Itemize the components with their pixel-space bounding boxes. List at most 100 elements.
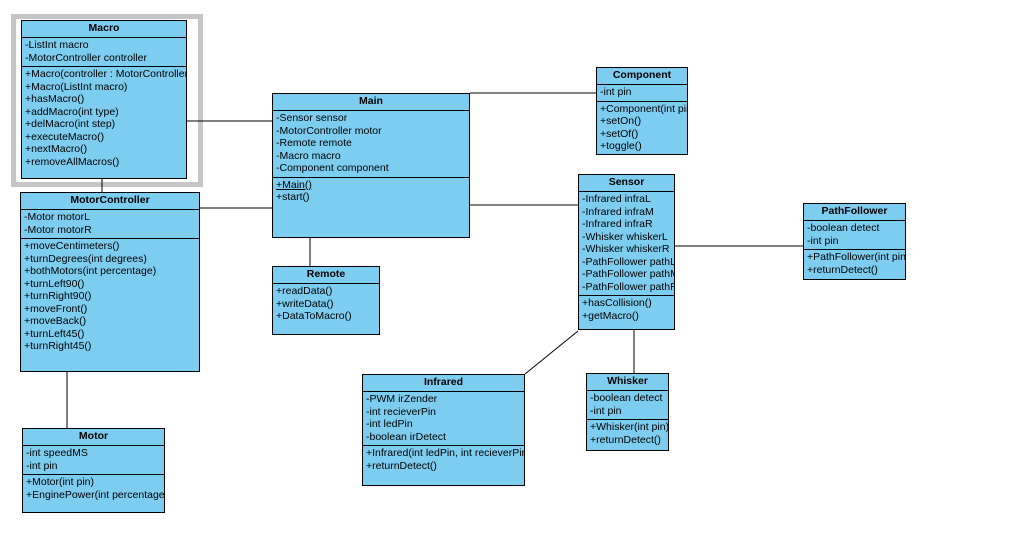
class-attribute: -int ledPin (366, 418, 413, 430)
class-whisker[interactable]: Whisker-boolean detect-int pin+Whisker(i… (586, 373, 669, 451)
class-attribute: -Component component (276, 162, 389, 174)
class-title: Remote (273, 267, 379, 284)
selection-frame (11, 14, 203, 187)
attributes-compartment: -boolean detect-int pin (804, 221, 905, 250)
class-method: +Main() (276, 178, 312, 191)
methods-compartment: +Component(int pin)+setOn()+setOf()+togg… (597, 102, 687, 155)
class-method: +hasMacro() (25, 93, 85, 105)
methods-compartment: +Macro(controller : MotorController)+Mac… (22, 67, 186, 178)
methods-compartment: +readData()+writeData()+DataToMacro() (273, 284, 379, 334)
class-method: +executeMacro() (25, 130, 105, 143)
class-attribute: -boolean irDetect (366, 430, 446, 443)
attributes-compartment: -int speedMS-int pin (23, 446, 164, 475)
class-motorcontroller[interactable]: MotorController-Motor motorL-Motor motor… (20, 192, 200, 372)
class-method: +delMacro(int step) (25, 118, 116, 130)
class-method: +moveBack() (24, 315, 87, 327)
class-attribute: -Motor motorR (24, 223, 92, 236)
class-attribute: -PWM irZender (366, 393, 438, 405)
attributes-compartment: -int pin (597, 85, 687, 102)
class-method: +start() (276, 191, 310, 203)
methods-compartment: +Whisker(int pin)+returnDetect() (587, 420, 668, 450)
class-method: +setOf() (600, 127, 639, 140)
class-method: +toggle() (600, 140, 642, 152)
class-title: Macro (22, 21, 186, 38)
class-title: Component (597, 68, 687, 85)
methods-compartment: +Infrared(int ledPin, int recieverPin)+r… (363, 446, 524, 485)
class-title: Motor (23, 429, 164, 446)
class-title: PathFollower (804, 204, 905, 221)
connector-sensor-infrared[interactable] (524, 330, 579, 375)
class-attribute: -Macro macro (276, 149, 341, 162)
methods-compartment: +hasCollision()+getMacro() (579, 296, 674, 329)
class-method: +hasCollision() (582, 297, 652, 309)
class-title: Infrared (363, 375, 524, 392)
class-attribute: -Sensor sensor (276, 112, 348, 124)
class-title: Sensor (579, 175, 674, 192)
class-attribute: -Infrared infraL (582, 193, 651, 205)
class-title: Whisker (587, 374, 668, 391)
class-attribute: -Remote remote (276, 137, 352, 149)
class-method: +Motor(int pin) (26, 476, 94, 488)
class-method: +turnLeft90() (24, 277, 85, 290)
class-main[interactable]: Main-Sensor sensor-MotorController motor… (272, 93, 470, 238)
attributes-compartment: -boolean detect-int pin (587, 391, 668, 420)
attributes-compartment: -PWM irZender-int recieverPin-int ledPin… (363, 392, 524, 446)
class-method: +Macro(ListInt macro) (25, 80, 128, 93)
class-remote[interactable]: Remote+readData()+writeData()+DataToMacr… (272, 266, 380, 335)
class-method: +bothMotors(int percentage) (24, 265, 157, 277)
class-attribute: -PathFollower pathL (582, 255, 674, 268)
methods-compartment: +PathFollower(int pin)+returnDetect() (804, 250, 905, 279)
class-method: +returnDetect() (590, 433, 661, 446)
class-sensor[interactable]: Sensor-Infrared infraL-Infrared infraM-I… (578, 174, 675, 330)
class-infrared[interactable]: Infrared-PWM irZender-int recieverPin-in… (362, 374, 525, 486)
class-pathfollower[interactable]: PathFollower-boolean detect-int pin+Path… (803, 203, 906, 280)
class-method: +addMacro(int type) (25, 105, 119, 118)
class-method: +turnRight90() (24, 290, 92, 302)
class-attribute: -int pin (807, 234, 839, 247)
class-macro[interactable]: Macro-ListInt macro-MotorController cont… (21, 20, 187, 179)
class-attribute: -int pin (590, 404, 622, 417)
class-method: +DataToMacro() (276, 310, 352, 322)
class-method: +turnDegrees(int degrees) (24, 252, 147, 265)
attributes-compartment: -Motor motorL-Motor motorR (21, 210, 199, 239)
class-motor[interactable]: Motor-int speedMS-int pin+Motor(int pin)… (22, 428, 165, 513)
class-method: +setOn() (600, 115, 642, 127)
class-method: +readData() (276, 285, 333, 297)
class-attribute: -MotorController controller (25, 51, 147, 64)
class-attribute: -Motor motorL (24, 211, 90, 223)
attributes-compartment: -Infrared infraL-Infrared infraM-Infrare… (579, 192, 674, 296)
class-attribute: -int speedMS (26, 447, 88, 459)
class-method: +returnDetect() (366, 459, 437, 472)
class-method: +PathFollower(int pin) (807, 251, 905, 263)
class-method: +Whisker(int pin) (590, 421, 668, 433)
methods-compartment: +Motor(int pin)+EnginePower(int percenta… (23, 475, 164, 512)
class-method: +returnDetect() (807, 263, 878, 276)
methods-compartment: +moveCentimeters()+turnDegrees(int degre… (21, 239, 199, 371)
class-attribute: -ListInt macro (25, 39, 89, 51)
class-title: MotorController (21, 193, 199, 210)
class-attribute: -boolean detect (590, 392, 663, 404)
class-method: +moveFront() (24, 302, 88, 315)
class-component[interactable]: Component-int pin+Component(int pin)+set… (596, 67, 688, 155)
attributes-compartment: -ListInt macro-MotorController controlle… (22, 38, 186, 67)
class-method: +Macro(controller : MotorController) (25, 68, 186, 80)
class-method: +turnLeft45() (24, 327, 85, 340)
class-method: +turnRight45() (24, 340, 92, 352)
attributes-compartment: -Sensor sensor-MotorController motor-Rem… (273, 111, 469, 178)
class-method: +getMacro() (582, 309, 639, 322)
methods-compartment: +Main()+start() (273, 178, 469, 238)
class-attribute: -Infrared infraM (582, 205, 654, 218)
class-method: +Infrared(int ledPin, int recieverPin) (366, 447, 524, 459)
class-attribute: -Infrared infraR (582, 218, 653, 230)
class-method: +removeAllMacros() (25, 155, 120, 168)
class-method: +EnginePower(int percentage) (26, 488, 164, 501)
class-attribute: -Whisker whiskerL (582, 230, 668, 243)
class-attribute: -int recieverPin (366, 405, 437, 418)
class-method: +Component(int pin) (600, 102, 687, 115)
class-attribute: -boolean detect (807, 222, 880, 234)
class-attribute: -PathFollower pathM (582, 268, 674, 280)
class-attribute: -Whisker whiskerR (582, 243, 670, 255)
class-title: Main (273, 94, 469, 111)
